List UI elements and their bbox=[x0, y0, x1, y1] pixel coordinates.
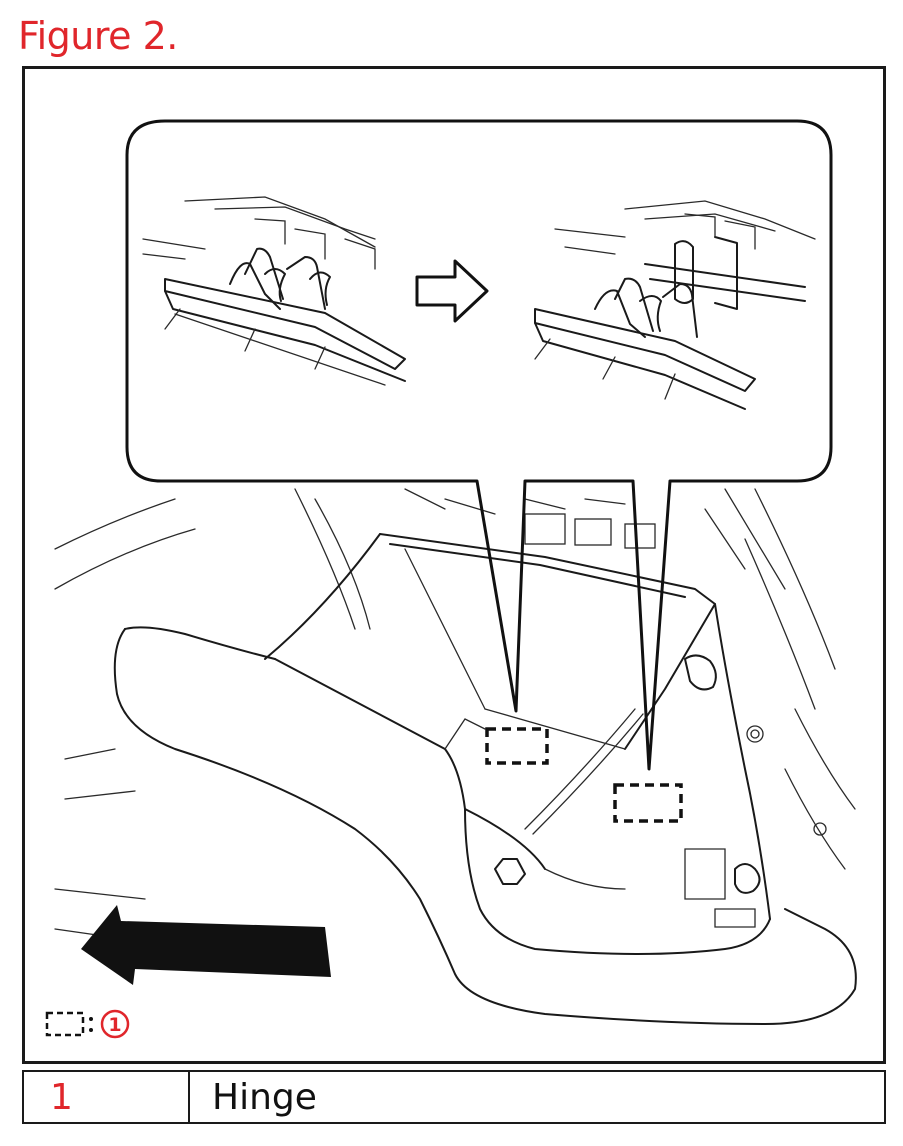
legend-colon-dot-top bbox=[89, 1017, 93, 1021]
legend-table: 1 Hinge bbox=[22, 1070, 886, 1124]
legend-number-circle bbox=[100, 1009, 130, 1039]
legend-colon-dot-bottom bbox=[89, 1028, 93, 1032]
hinge-marker-2 bbox=[613, 783, 683, 823]
table-row: 1 Hinge bbox=[22, 1070, 886, 1124]
figure-frame: 1 bbox=[22, 66, 886, 1064]
figure-title: Figure 2. bbox=[18, 14, 178, 58]
arrow-left-icon bbox=[81, 905, 331, 985]
background-panel-lines bbox=[54, 488, 856, 940]
hinge-marker-1 bbox=[485, 727, 549, 765]
inset-hinge-after bbox=[534, 200, 816, 410]
arrow-right-outline-icon bbox=[415, 259, 489, 323]
legend-key: 1 bbox=[45, 1009, 130, 1039]
glove-box-opening bbox=[264, 533, 716, 750]
inset-hinge-before bbox=[142, 196, 406, 386]
line-drawing: 1 bbox=[45, 119, 857, 1039]
legend-number-cell: 1 bbox=[22, 1070, 190, 1124]
legend-label-cell: Hinge bbox=[188, 1070, 886, 1124]
legend-dashed-symbol bbox=[45, 1011, 85, 1037]
legend-number-text: 1 bbox=[108, 1014, 121, 1036]
callout-balloon bbox=[125, 119, 833, 771]
lower-console-body bbox=[113, 603, 857, 1025]
